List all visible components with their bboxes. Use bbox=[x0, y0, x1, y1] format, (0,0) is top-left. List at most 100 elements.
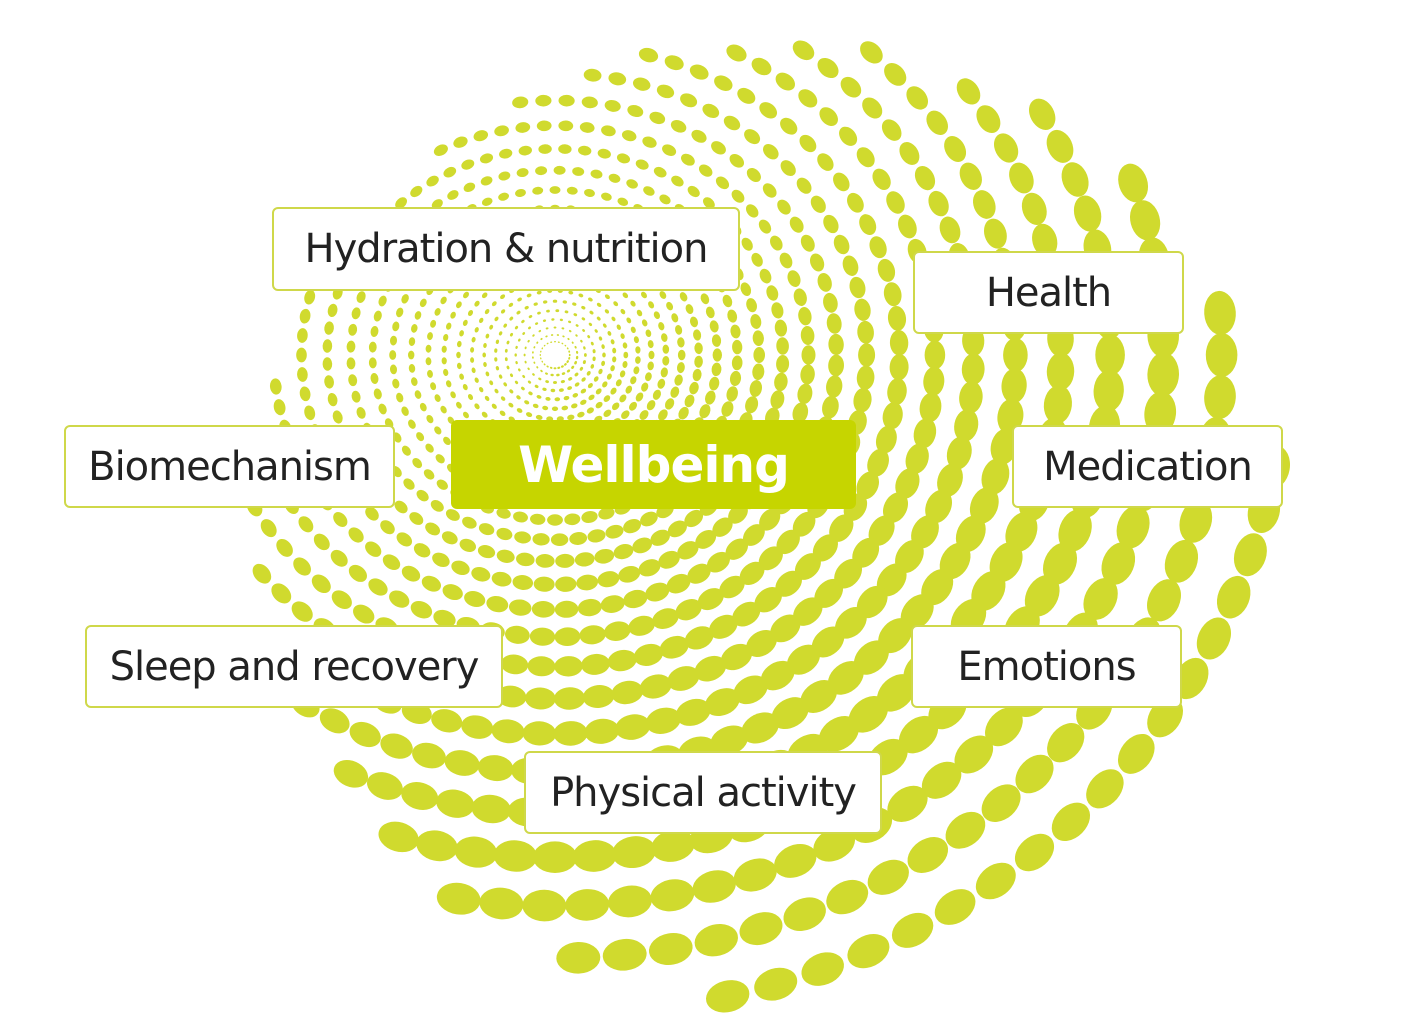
spiral-dot bbox=[911, 515, 939, 549]
spiral-dot bbox=[709, 376, 720, 391]
spiral-dot bbox=[619, 370, 626, 378]
spiral-dot bbox=[658, 409, 668, 421]
spiral-dot bbox=[981, 784, 1021, 823]
spiral-dot bbox=[535, 553, 555, 568]
spiral-dot bbox=[618, 565, 641, 583]
spiral-dot bbox=[891, 912, 934, 948]
spiral-dot bbox=[425, 443, 434, 453]
spiral-dot bbox=[615, 379, 622, 387]
spiral-dot bbox=[568, 377, 573, 381]
spiral-dot bbox=[878, 618, 913, 654]
spiral-dot bbox=[594, 329, 598, 333]
spiral-dot bbox=[514, 531, 531, 544]
spiral-dot bbox=[623, 351, 629, 359]
spiral-dot bbox=[664, 55, 684, 71]
spiral-dot bbox=[509, 332, 514, 337]
spiral-dot bbox=[506, 340, 510, 345]
spiral-dot bbox=[396, 532, 413, 547]
spiral-dot bbox=[776, 529, 800, 555]
spiral-dot bbox=[462, 319, 468, 326]
spiral-dot bbox=[677, 337, 685, 348]
spiral-dot bbox=[494, 388, 499, 394]
spiral-dot bbox=[601, 192, 612, 201]
spiral-dot bbox=[531, 600, 555, 618]
spiral-dot bbox=[311, 574, 331, 594]
spiral-dot bbox=[533, 302, 538, 306]
spiral-dot bbox=[924, 340, 946, 370]
spiral-dot bbox=[616, 324, 621, 330]
spiral-dot bbox=[525, 687, 556, 710]
spiral-dot bbox=[677, 349, 686, 361]
spiral-dot bbox=[587, 529, 606, 543]
spiral-dot bbox=[859, 214, 877, 236]
spiral-dot bbox=[595, 388, 602, 395]
spiral-dot bbox=[1196, 617, 1232, 660]
spiral-dot bbox=[527, 656, 556, 677]
spiral-dot bbox=[597, 571, 620, 588]
spiral-dot bbox=[586, 370, 591, 376]
spiral-dot bbox=[421, 575, 442, 592]
spiral-dot bbox=[313, 533, 330, 551]
spiral-dot bbox=[990, 428, 1018, 465]
spiral-dot bbox=[486, 595, 509, 613]
spiral-dot bbox=[731, 189, 745, 203]
spiral-dot bbox=[726, 386, 738, 402]
spiral-dot bbox=[567, 386, 573, 391]
spiral-dot bbox=[689, 316, 699, 328]
spiral-dot bbox=[579, 366, 584, 371]
spiral-dot bbox=[430, 319, 437, 328]
spiral-dot bbox=[463, 411, 469, 419]
spiral-dot bbox=[542, 319, 547, 322]
spiral-dot bbox=[856, 585, 888, 619]
node-sleep-recovery-label: Sleep and recovery bbox=[109, 643, 480, 690]
spiral-dot bbox=[833, 172, 850, 192]
spiral-dot bbox=[483, 343, 487, 348]
spiral-dot bbox=[514, 325, 519, 330]
spiral-dot bbox=[759, 268, 772, 284]
spiral-dot bbox=[566, 347, 569, 350]
spiral-dot bbox=[299, 386, 311, 402]
spiral-dot bbox=[662, 144, 677, 156]
spiral-dot bbox=[524, 346, 527, 350]
spiral-dot bbox=[348, 323, 358, 336]
spiral-dot bbox=[877, 258, 896, 282]
spiral-dot bbox=[495, 366, 500, 371]
spiral-dot bbox=[446, 380, 452, 388]
spiral-dot bbox=[1179, 499, 1213, 543]
spiral-dot bbox=[702, 103, 720, 119]
spiral-dot bbox=[1233, 533, 1267, 577]
spiral-dot bbox=[434, 426, 442, 435]
spiral-dot bbox=[530, 513, 546, 525]
spiral-dot bbox=[416, 432, 425, 442]
spiral-dot bbox=[1047, 723, 1085, 763]
spiral-dot bbox=[589, 310, 594, 315]
spiral-dot bbox=[934, 889, 976, 925]
spiral-dot bbox=[856, 365, 875, 390]
spiral-dot bbox=[411, 377, 418, 386]
spiral-dot bbox=[573, 313, 578, 317]
spiral-dot bbox=[833, 234, 850, 255]
spiral-dot bbox=[545, 327, 549, 330]
spiral-dot bbox=[653, 166, 667, 178]
spiral-dot bbox=[610, 339, 615, 345]
spiral-dot bbox=[479, 153, 494, 164]
spiral-dot bbox=[921, 761, 962, 799]
spiral-dot bbox=[322, 357, 333, 371]
spiral-dot bbox=[800, 680, 838, 713]
spiral-dot bbox=[401, 782, 439, 810]
spiral-dot bbox=[425, 357, 432, 366]
spiral-dot bbox=[633, 336, 639, 344]
spiral-dot bbox=[608, 72, 627, 86]
spiral-dot bbox=[590, 169, 603, 179]
spiral-dot bbox=[1164, 539, 1199, 583]
spiral-dot bbox=[857, 320, 874, 344]
spiral-dot bbox=[564, 363, 567, 366]
spiral-dot bbox=[491, 403, 497, 409]
spiral-dot bbox=[474, 403, 480, 410]
spiral-dot bbox=[575, 355, 579, 360]
spiral-dot bbox=[574, 382, 580, 387]
center-node-label: Wellbeing bbox=[518, 435, 790, 494]
spiral-dot bbox=[304, 289, 316, 305]
spiral-dot bbox=[835, 606, 867, 639]
spiral-dot bbox=[684, 394, 695, 408]
